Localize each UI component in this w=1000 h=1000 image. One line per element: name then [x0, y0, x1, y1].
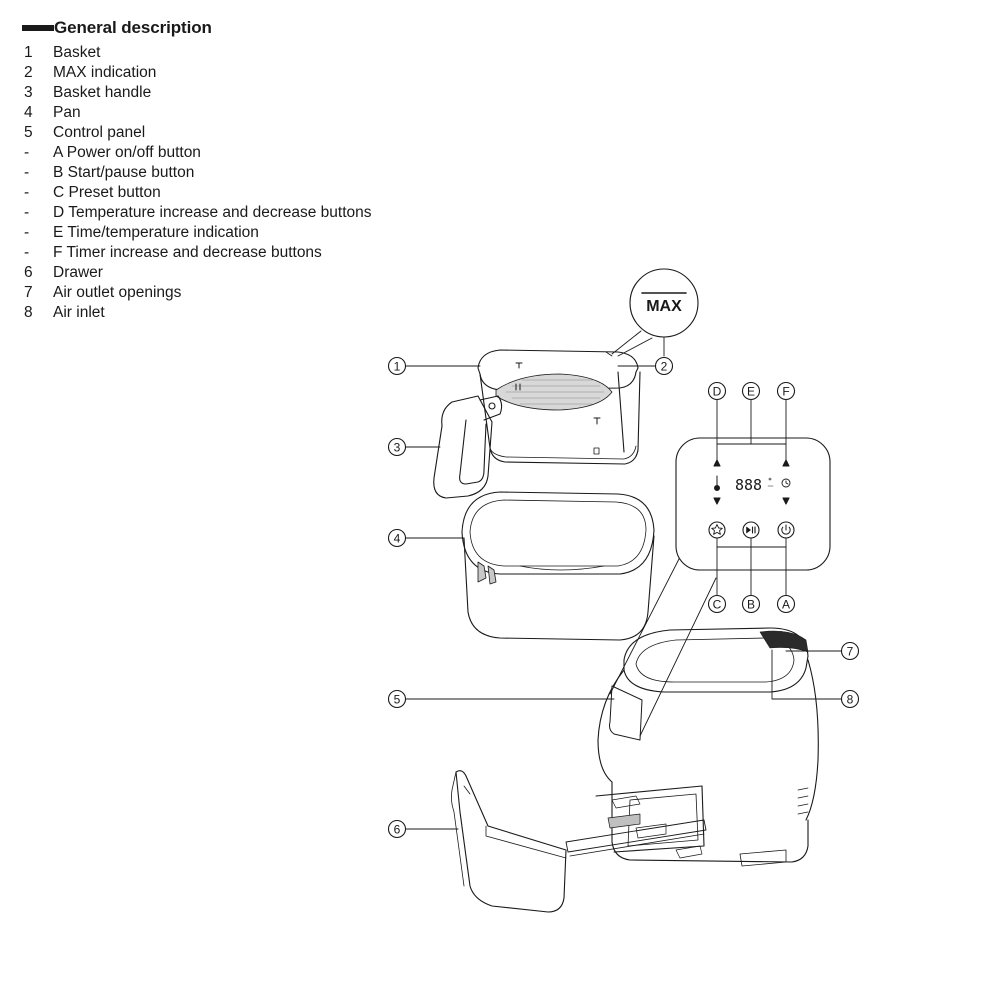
leader-lines — [405, 327, 842, 830]
item-number: - — [24, 144, 30, 161]
callout-label: 1 — [394, 360, 401, 374]
item-number: 8 — [24, 304, 33, 321]
callout-label: 4 — [394, 532, 401, 546]
max-label: MAX — [646, 298, 682, 315]
main-unit-illustration — [565, 627, 819, 867]
temperature-up-icon — [713, 459, 721, 467]
parts-list: 1 Basket 2 MAX indication 3 Basket handle 4… — [24, 43, 372, 323]
list-item: - E Time/temperature indication — [24, 223, 372, 243]
callout-label: C — [713, 598, 722, 612]
item-label: Drawer — [53, 264, 103, 281]
list-item: 7 Air outlet openings — [24, 283, 372, 303]
callout-label: A — [782, 598, 790, 612]
callout-e: E — [741, 381, 761, 401]
drawer-illustration — [450, 770, 567, 913]
list-item: 1 Basket — [24, 43, 372, 63]
item-label: Control panel — [53, 124, 146, 141]
item-number: 1 — [24, 44, 33, 61]
temperature-down-icon — [713, 497, 721, 505]
clock-icon — [781, 478, 791, 488]
list-item: - B Start/pause button — [24, 163, 372, 183]
item-number: 3 — [24, 84, 33, 101]
item-number: - — [24, 184, 30, 201]
list-item: 6 Drawer — [24, 263, 372, 283]
item-number: 4 — [24, 104, 33, 121]
callout-label: B — [747, 598, 755, 612]
callout-a: A — [776, 594, 796, 614]
callout-7: 7 — [840, 641, 860, 661]
callout-6: 6 — [387, 819, 407, 839]
section-heading: General description — [22, 16, 212, 40]
callout-3: 3 — [387, 437, 407, 457]
callout-label: 2 — [661, 360, 668, 374]
item-number: - — [24, 164, 30, 181]
lcd-readout: 888 — [735, 476, 762, 494]
item-label: A Power on/off button — [53, 144, 201, 161]
item-label: C Preset button — [53, 184, 161, 201]
item-label: MAX indication — [53, 64, 157, 81]
callout-8: 8 — [840, 689, 860, 709]
callout-c: C — [707, 594, 727, 614]
callout-label: 3 — [394, 441, 401, 455]
list-item: - C Preset button — [24, 183, 372, 203]
item-label: Basket handle — [53, 84, 152, 101]
section-title: General description — [54, 18, 212, 37]
timer-down-icon — [782, 497, 790, 505]
item-label: B Start/pause button — [53, 164, 195, 181]
callout-label: 6 — [394, 823, 401, 837]
list-item: - D Temperature increase and decrease but… — [24, 203, 372, 223]
item-number: 2 — [24, 64, 33, 81]
callout-label: 5 — [394, 693, 401, 707]
item-number: - — [24, 244, 30, 261]
heading-marker — [22, 25, 54, 31]
item-label: Air outlet openings — [53, 284, 182, 301]
max-indication-bubble: MAX — [629, 268, 699, 338]
list-item: 5 Control panel — [24, 123, 372, 143]
item-label: D Temperature increase and decrease butt… — [53, 204, 372, 221]
item-number: - — [24, 224, 30, 241]
thermometer-icon — [714, 475, 720, 491]
item-label: E Time/temperature indication — [53, 224, 259, 241]
basket-illustration — [433, 349, 641, 499]
item-number: 5 — [24, 124, 33, 141]
pan-illustration — [461, 491, 655, 641]
callout-f: F — [776, 381, 796, 401]
item-number: 6 — [24, 264, 33, 281]
list-item: 3 Basket handle — [24, 83, 372, 103]
callout-2: 2 — [654, 356, 674, 376]
callout-label: E — [747, 385, 755, 399]
timer-up-icon — [782, 459, 790, 467]
item-number: - — [24, 204, 30, 221]
item-label: Pan — [53, 104, 81, 121]
callout-label: D — [713, 385, 722, 399]
item-label: F Timer increase and decrease buttons — [53, 244, 322, 261]
list-item: - F Timer increase and decrease buttons — [24, 243, 372, 263]
item-number: 7 — [24, 284, 33, 301]
callout-1: 1 — [387, 356, 407, 376]
callout-4: 4 — [387, 528, 407, 548]
list-item: 8 Air inlet — [24, 303, 372, 323]
list-item: 4 Pan — [24, 103, 372, 123]
control-panel-detail: 888 — [609, 437, 831, 737]
item-label: Air inlet — [53, 304, 105, 321]
callout-5: 5 — [387, 689, 407, 709]
list-item: - A Power on/off button — [24, 143, 372, 163]
list-item: 2 MAX indication — [24, 63, 372, 83]
callout-label: F — [782, 385, 789, 399]
item-label: Basket — [53, 44, 101, 61]
lcd-unit-markers — [767, 477, 774, 487]
callout-label: 7 — [847, 645, 854, 659]
callout-d: D — [707, 381, 727, 401]
callout-label: 8 — [847, 693, 854, 707]
callout-b: B — [741, 594, 761, 614]
